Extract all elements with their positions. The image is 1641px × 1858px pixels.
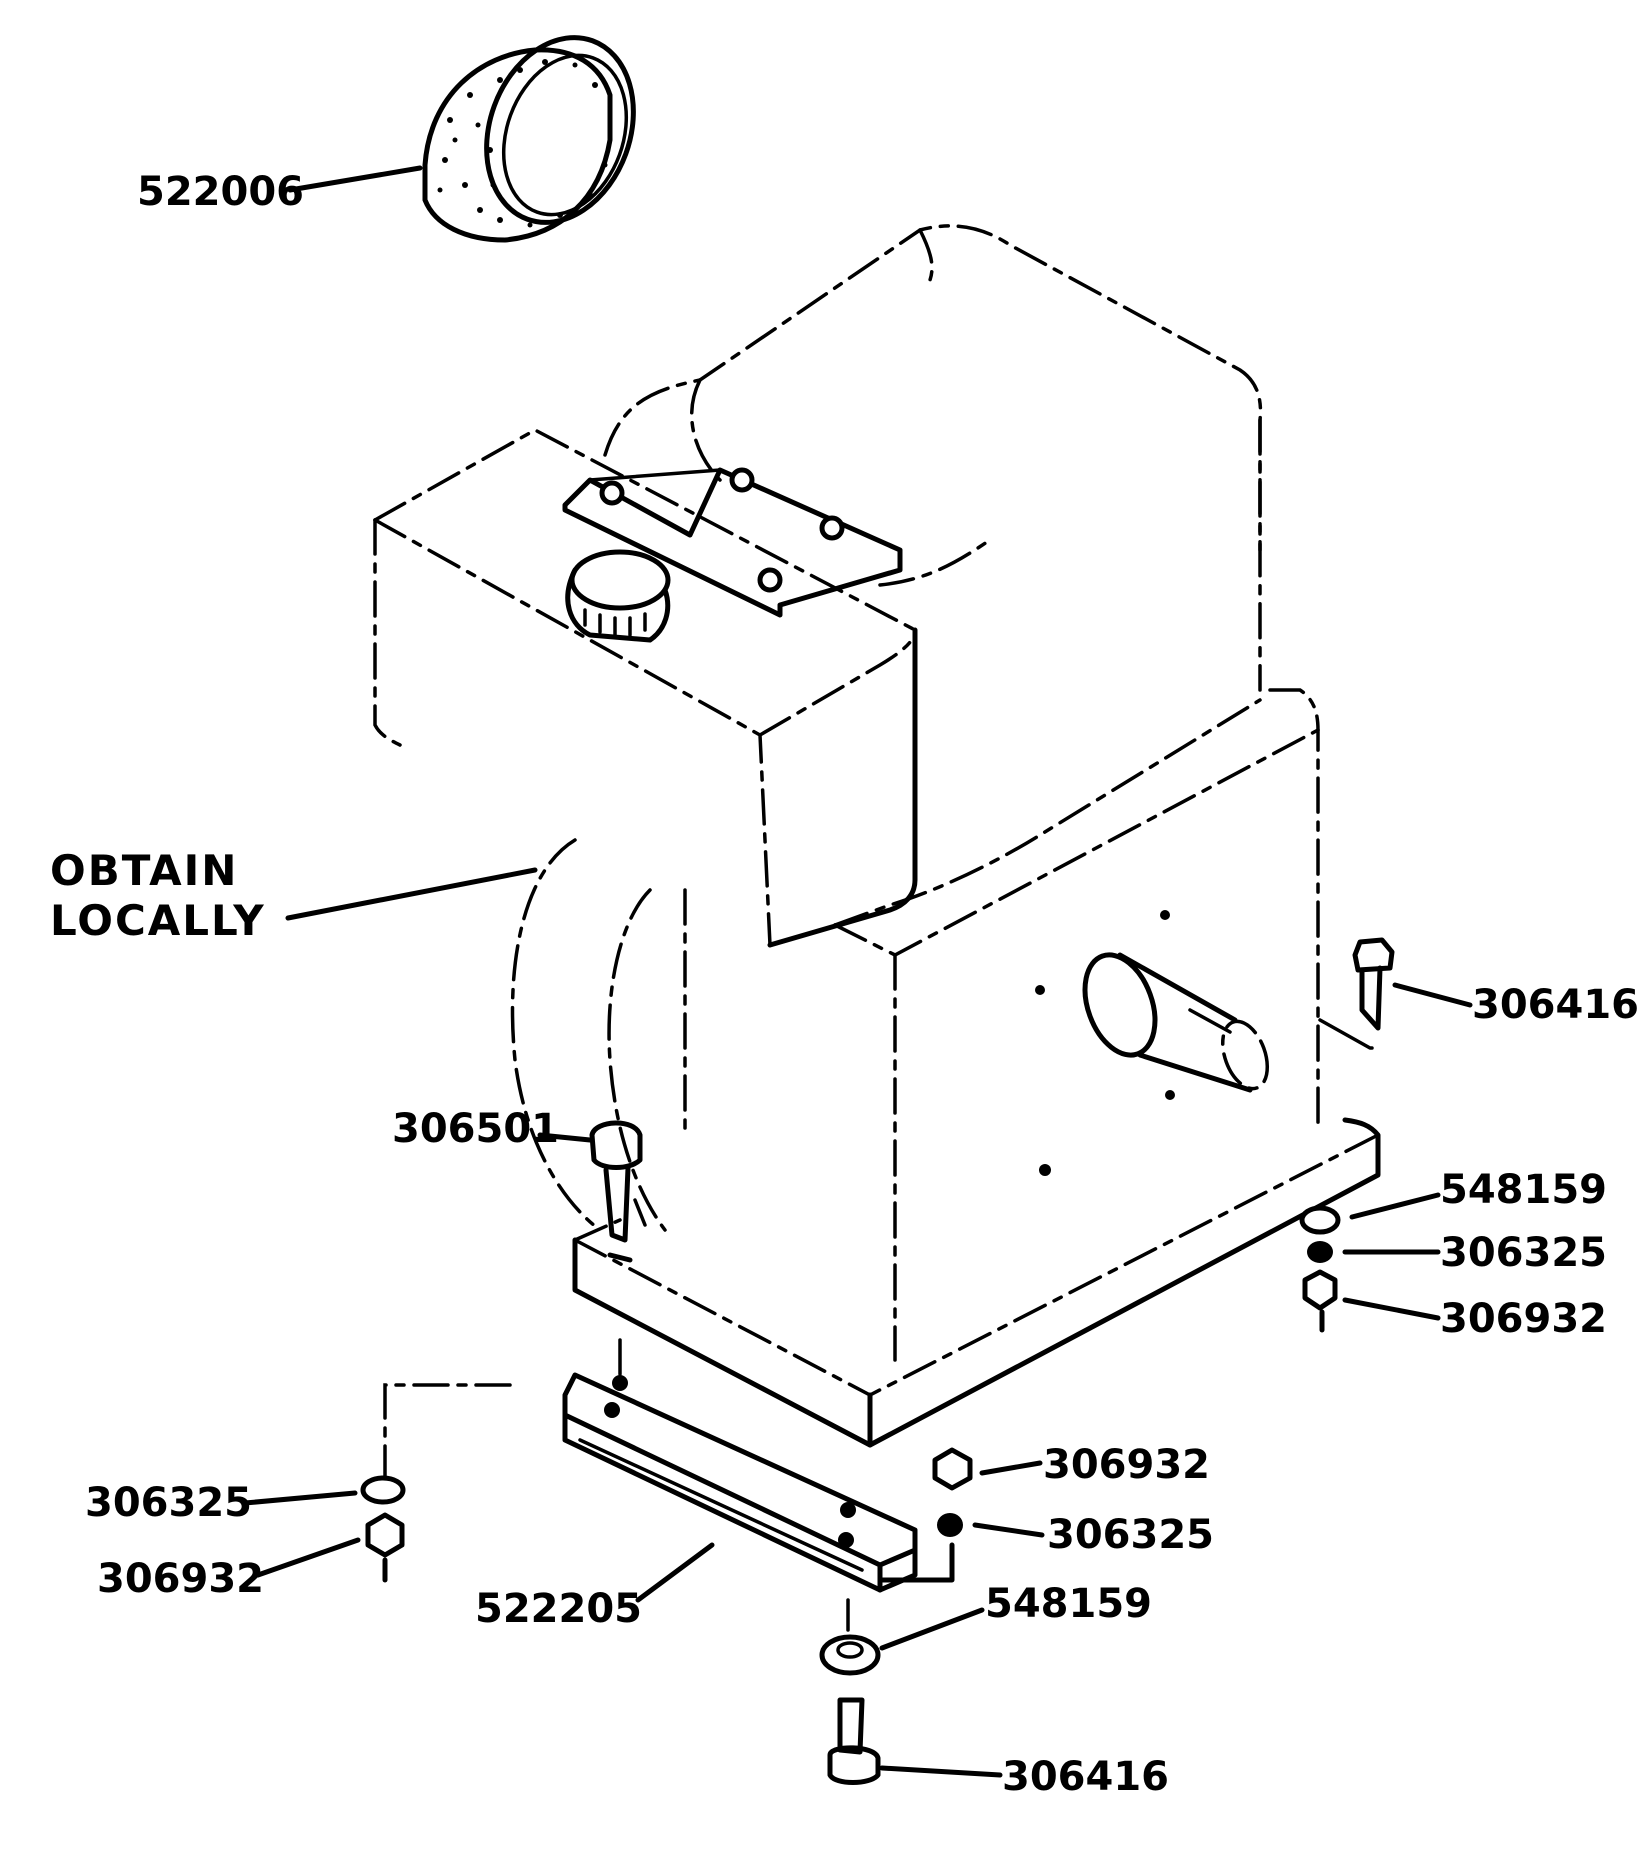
- label-locally: LOCALLY: [50, 896, 266, 945]
- label-306416-bottom: 306416: [1002, 1754, 1169, 1800]
- tank-bracket: [562, 467, 903, 618]
- label-522205: 522205: [475, 1586, 642, 1632]
- ring-speckle-texture: [437, 59, 608, 228]
- label-306325-right: 306325: [1440, 1230, 1607, 1276]
- label-306416-right: 306416: [1472, 982, 1639, 1028]
- fuel-cap: [565, 549, 671, 643]
- right-hardware-stack: 548159 306325 306932: [1299, 1167, 1607, 1342]
- label-306325-mid: 306325: [1047, 1512, 1214, 1558]
- label-306501: 306501: [392, 1106, 559, 1152]
- label-306932-right: 306932: [1440, 1296, 1607, 1342]
- label-306325-left: 306325: [85, 1480, 252, 1526]
- obtain-locally-callout: OBTAIN LOCALLY: [50, 846, 538, 945]
- construction-line-left: [383, 1383, 512, 1482]
- label-306932-left: 306932: [97, 1556, 264, 1602]
- label-548159-right: 548159: [1440, 1167, 1607, 1213]
- bushing-ring-522006: 522006: [137, 35, 636, 243]
- bottom-hardware-stack: 548159 306416: [819, 1581, 1169, 1800]
- bolt-306501: 306501: [392, 1106, 647, 1263]
- middle-hardware-stack: 306932 306325: [877, 1442, 1214, 1583]
- label-548159-bottom: 548159: [985, 1581, 1152, 1627]
- bolt-306416-right: 306416: [1352, 937, 1639, 1031]
- engine-outline-dashed: [373, 224, 1381, 1448]
- label-522006-top: 522006: [137, 169, 304, 215]
- left-hardware-stack: 306325 306932: [85, 1475, 406, 1602]
- label-obtain: OBTAIN: [50, 846, 238, 895]
- label-306932-mid: 306932: [1043, 1442, 1210, 1488]
- mounting-rail-522205: 522205: [475, 1372, 918, 1632]
